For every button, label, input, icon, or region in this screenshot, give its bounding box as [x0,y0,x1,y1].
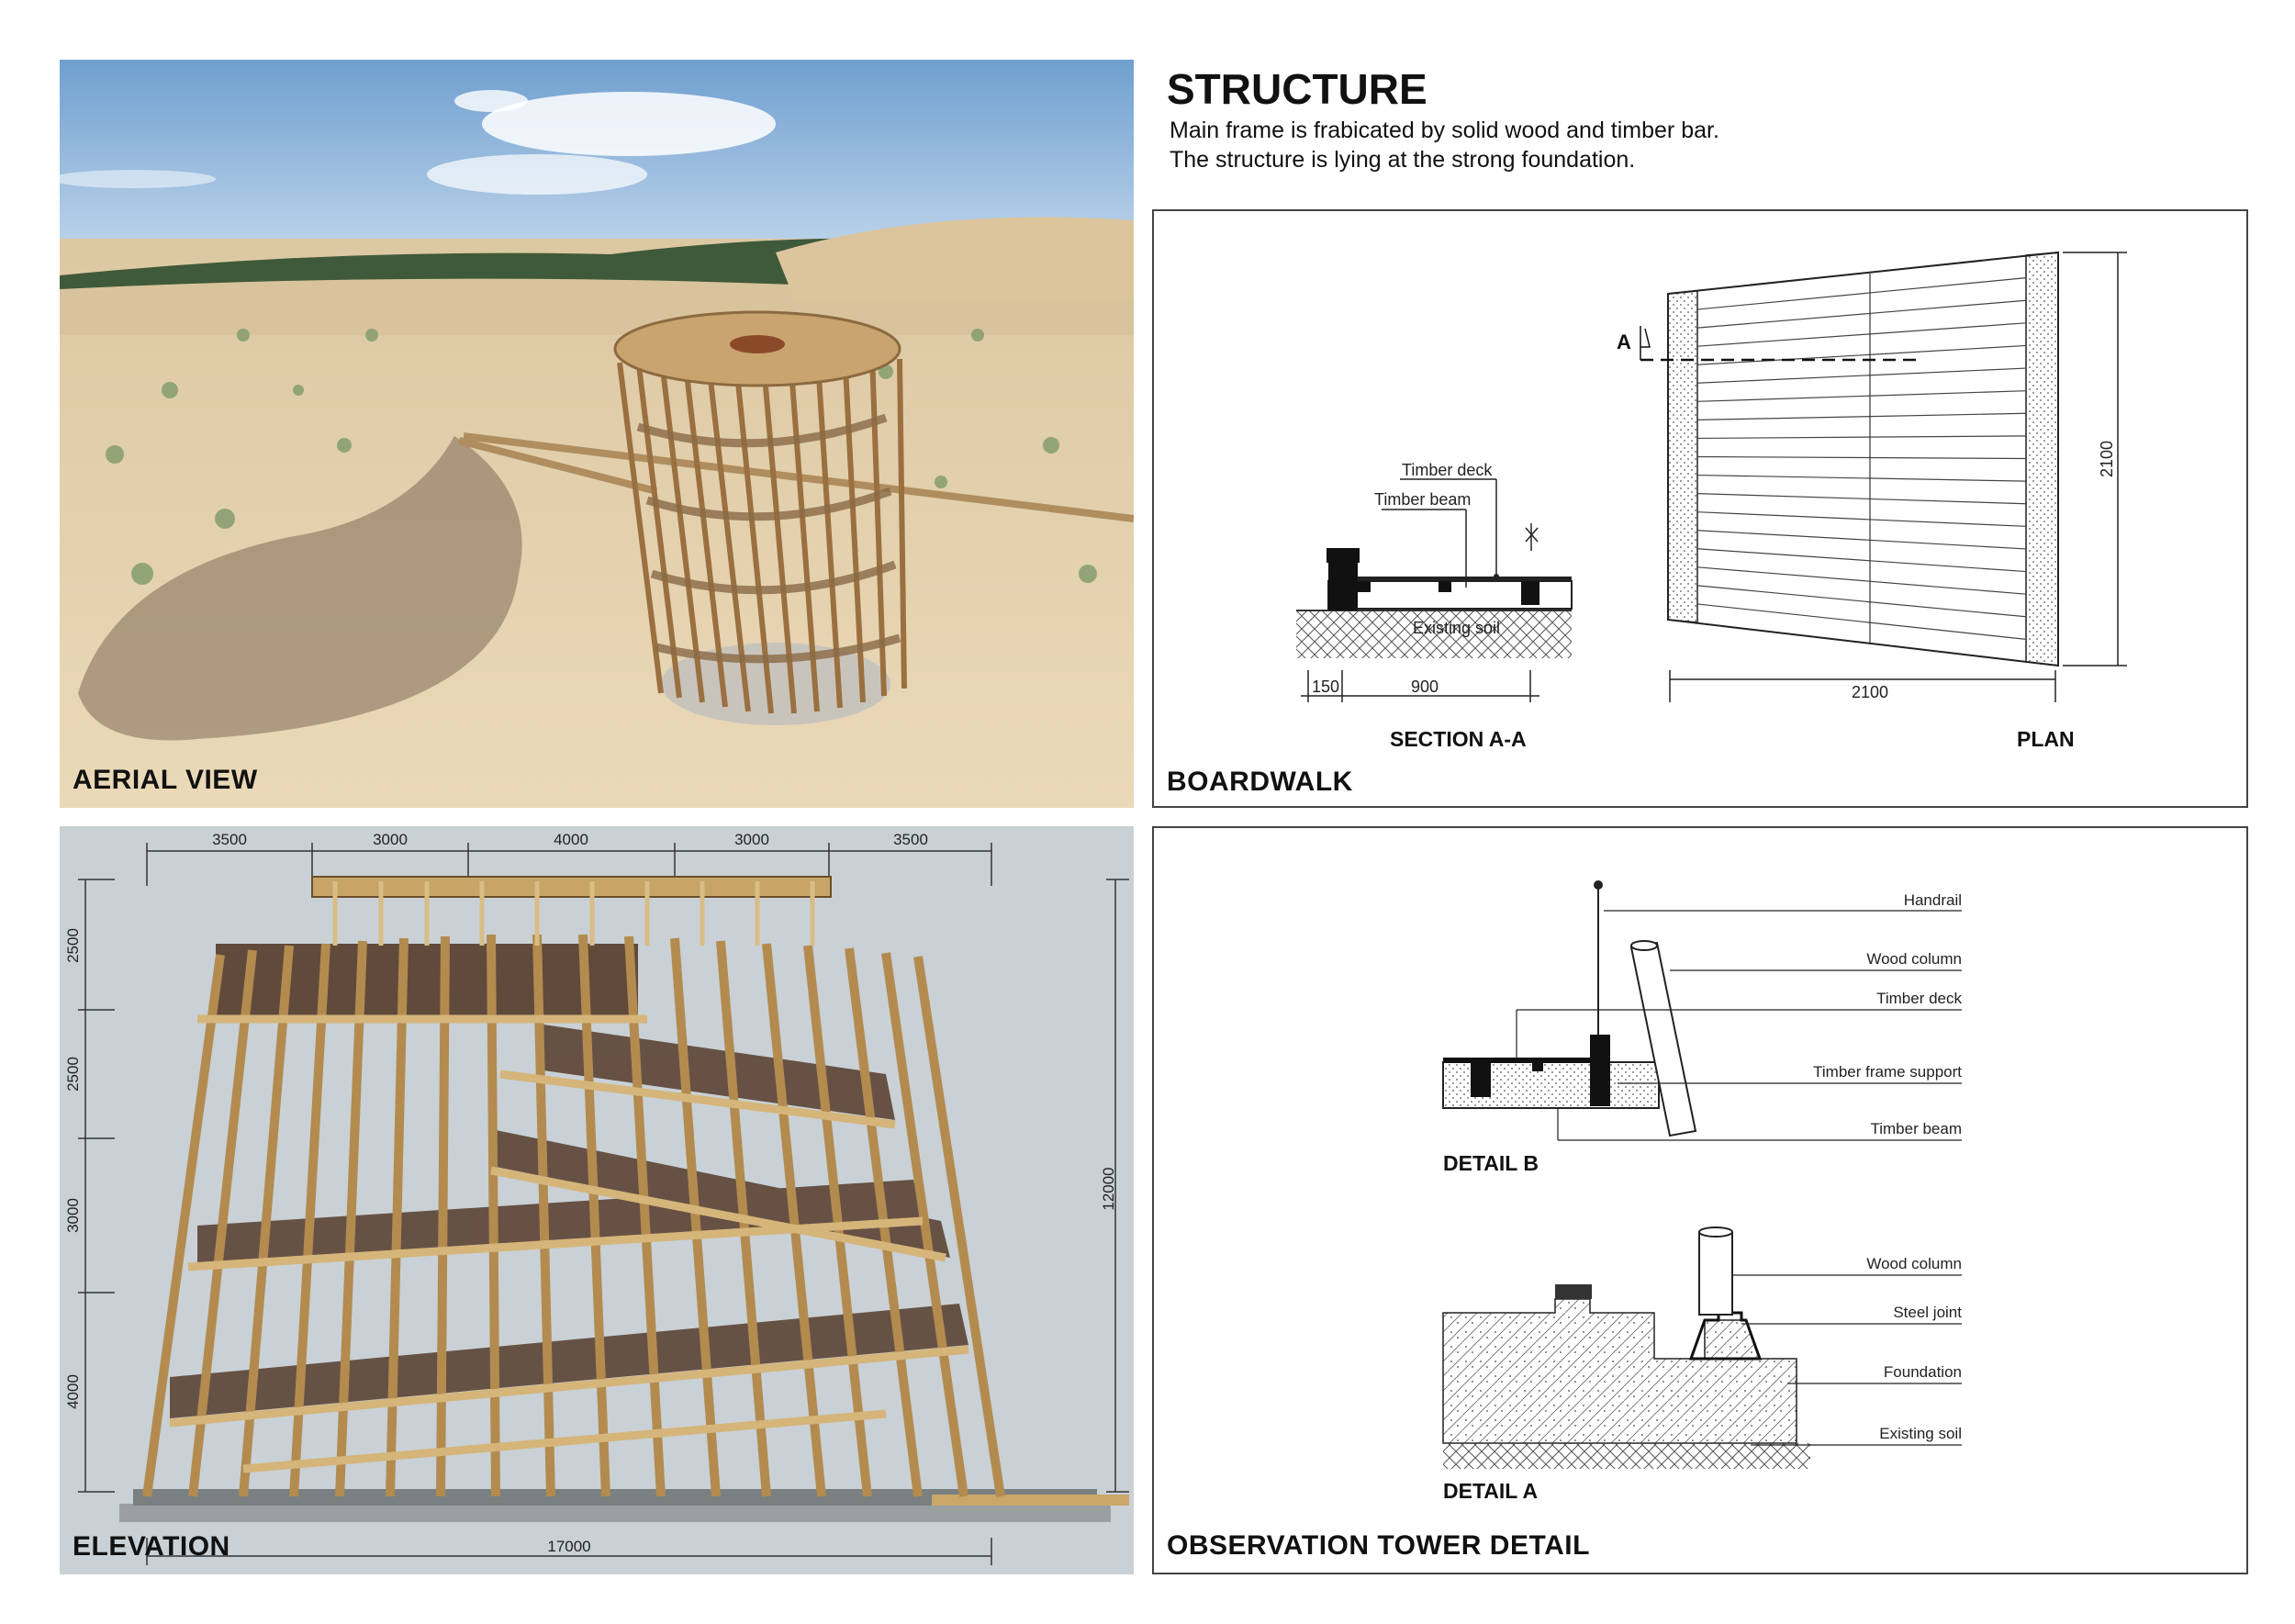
boardwalk-drawing: Timber deck Timber beam Existing soil 15… [1296,251,2127,751]
plan-board-line [1696,322,2027,347]
label-frame-support: Timber frame support [1813,1063,1962,1081]
plan-board-line [1696,344,2027,365]
plan-title: PLAN [2017,727,2075,751]
elev-dim-top-1: 3500 [212,831,247,848]
elev-dim-top-3: 4000 [554,831,588,848]
description-line-1: Main frame is frabicated by solid wood a… [1170,118,1719,143]
plan-board-line [1696,585,2027,618]
aerial-render [60,60,1134,808]
elev-dim-top-5: 3500 [893,831,928,848]
elev-dim-left-4: 4000 [64,1374,82,1409]
plan-board-line [1696,412,2027,420]
plan-board-line [1696,299,2027,329]
label-timber-beam-b: Timber beam [1870,1120,1962,1137]
label-foundation: Foundation [1884,1363,1962,1381]
aerial-view-panel: AERIAL VIEW [60,60,1134,808]
section-aa-title: SECTION A-A [1390,727,1527,751]
plan-board-line [1696,530,2027,550]
plan-board-line [1696,435,2027,440]
label-timber-deck-b: Timber deck [1876,990,1962,1007]
elev-dim-top-4: 3000 [734,831,769,848]
detail-b-title: DETAIL B [1443,1151,1539,1175]
tower-detail-drawing: Handrail Wood column Timber deck Timber … [1442,880,1962,1503]
board-dim-900: 900 [1411,678,1439,696]
section-mark: A [1617,330,1631,353]
plan-board-line [1696,603,2027,640]
tower-detail-panel: Handrail Wood column Timber deck Timber … [1152,826,2248,1574]
label-handrail: Handrail [1904,891,1962,909]
label-wood-column-a: Wood column [1866,1255,1962,1272]
board-label-existing-soil: Existing soil [1413,619,1500,637]
elev-dim-left-2: 2500 [64,1057,82,1092]
board-label-timber-beam: Timber beam [1374,490,1471,509]
page-title: STRUCTURE [1167,65,1427,113]
plan-board-line [1696,474,2027,482]
plan-board-line [1696,277,2027,310]
elev-dim-top-2: 3000 [373,831,408,848]
aerial-view-label: AERIAL VIEW [73,765,258,795]
detail-a-title: DETAIL A [1443,1479,1538,1503]
plan-board-line [1696,367,2027,384]
plan-board-line [1696,455,2027,460]
board-label-timber-deck: Timber deck [1402,461,1493,479]
plan-board-line [1696,390,2027,402]
boardwalk-label: BOARDWALK [1167,767,1353,797]
elev-total-width: 17000 [547,1538,590,1555]
label-wood-column-b: Wood column [1866,950,1962,968]
elev-dim-left-1: 2500 [64,928,82,963]
plan-dim-width: 2100 [1852,683,1888,701]
label-existing-soil-a: Existing soil [1879,1425,1962,1442]
elev-dim-left-3: 3000 [64,1198,82,1233]
plan-board-line [1696,548,2027,573]
elevation-panel: 3500 3000 4000 3000 3500 2500 2500 3000 … [60,826,1134,1574]
boardwalk-panel: Timber deck Timber beam Existing soil 15… [1152,209,2248,808]
tower-detail-label: OBSERVATION TOWER DETAIL [1167,1530,1590,1561]
elev-total-height: 12000 [1100,1167,1117,1210]
plan-dim-height: 2100 [2098,441,2116,477]
label-steel-joint: Steel joint [1893,1304,1962,1321]
elevation-label: ELEVATION [73,1531,230,1562]
plan-board-line [1696,566,2027,595]
plan-board-line [1696,493,2027,505]
board-dim-150: 150 [1312,678,1339,696]
description-line-2: The structure is lying at the strong fou… [1170,147,1636,173]
elevation-drawing: 3500 3000 4000 3000 3500 2500 2500 3000 … [64,831,1129,1565]
plan-board-line [1696,511,2027,527]
